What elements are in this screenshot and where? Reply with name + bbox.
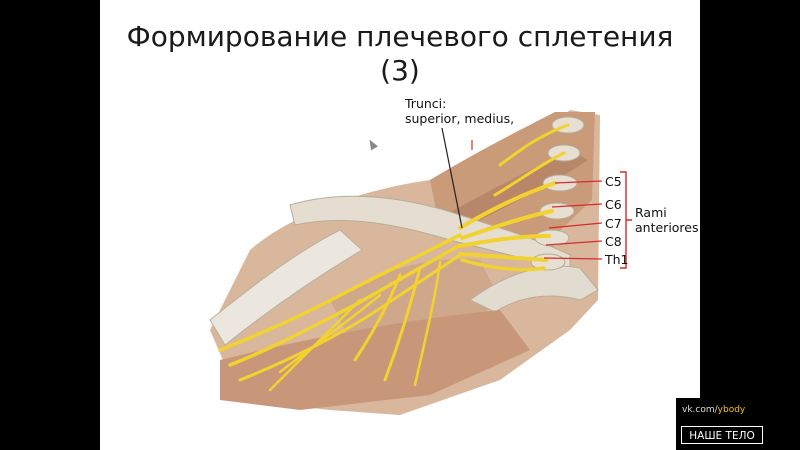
slide: Формирование плечевого сплетения (3) bbox=[100, 0, 700, 450]
root-label-c5: C5 bbox=[605, 174, 622, 189]
brachial-plexus-illustration bbox=[209, 110, 632, 415]
watermark-logo: vk.com/ybody НАШЕ ТЕЛО bbox=[676, 398, 768, 450]
watermark-url: vk.com/ybody bbox=[682, 405, 745, 415]
leader-c5 bbox=[554, 180, 603, 184]
trunci-label-line-1: Trunci: bbox=[405, 96, 447, 111]
neck-muscle-strip bbox=[445, 150, 588, 230]
nerve-upper-2 bbox=[493, 151, 566, 197]
trunci-pointer bbox=[441, 127, 463, 229]
leader-c6 bbox=[551, 203, 603, 208]
trunk-bundle bbox=[218, 233, 462, 352]
slide-title: Формирование плечевого сплетения (3) bbox=[100, 20, 700, 88]
rami-label-line-2: anteriores bbox=[635, 220, 699, 235]
nerve-upper bbox=[498, 123, 570, 167]
leader-c8 bbox=[545, 240, 603, 246]
trunci-label-line-2: superior, medius, bbox=[405, 111, 515, 126]
humerus bbox=[209, 229, 363, 346]
url-highlight: ybody bbox=[717, 405, 746, 415]
title-line-2: (3) bbox=[380, 54, 420, 87]
nerve-c5 bbox=[458, 181, 557, 230]
nerve-c6 bbox=[460, 209, 554, 240]
watermark-brand: НАШЕ ТЕЛО bbox=[681, 426, 763, 444]
root-label-c8: C8 bbox=[605, 234, 622, 249]
root-label-c6: C6 bbox=[605, 197, 622, 212]
trunci-label: Trunci: superior, medius, bbox=[405, 96, 514, 126]
url-prefix: vk.com/ bbox=[682, 405, 718, 415]
branch-3 bbox=[413, 260, 442, 387]
title-line-1: Формирование плечевого сплетения bbox=[126, 20, 674, 53]
first-rib bbox=[469, 265, 599, 313]
pectoral-muscle bbox=[220, 310, 530, 410]
trunk-bundle-3 bbox=[238, 253, 462, 382]
nerve-c8 bbox=[458, 252, 548, 262]
branch-4 bbox=[278, 293, 382, 374]
root-label-c7: C7 bbox=[605, 216, 622, 231]
rami-bracket bbox=[620, 171, 632, 269]
rami-label: Rami anteriores bbox=[635, 205, 699, 235]
nerve-c7 bbox=[458, 234, 551, 248]
rami-label-line-1: Rami bbox=[635, 205, 667, 220]
root-label-th1: Th1 bbox=[605, 252, 629, 267]
nerve-th1 bbox=[460, 258, 546, 272]
branch-2 bbox=[383, 266, 422, 382]
leader-th1 bbox=[543, 257, 603, 260]
vertebra bbox=[539, 202, 575, 220]
branch-5 bbox=[268, 298, 362, 392]
nerves bbox=[218, 123, 570, 392]
root-leaders bbox=[543, 180, 603, 260]
leader-c7 bbox=[548, 222, 603, 229]
branch bbox=[353, 273, 402, 362]
